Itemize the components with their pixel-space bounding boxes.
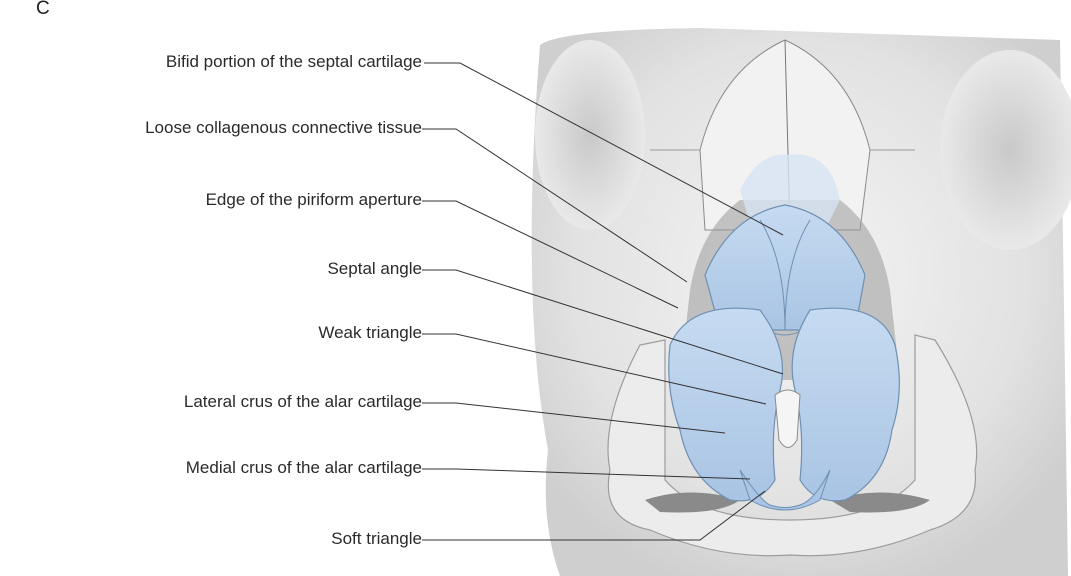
label-loose-connective-tissue-wrap: Loose collagenous connective tissue xyxy=(0,118,422,138)
label-loose-connective-tissue: Loose collagenous connective tissue xyxy=(145,118,422,138)
label-bifid-septal-cartilage-wrap: Bifid portion of the septal cartilage xyxy=(0,52,422,72)
label-weak-triangle: Weak triangle xyxy=(318,323,422,343)
label-medial-crus-wrap: Medial crus of the alar cartilage xyxy=(0,458,422,478)
label-lateral-crus-wrap: Lateral crus of the alar cartilage xyxy=(0,392,422,412)
weak-triangle xyxy=(775,390,800,448)
panel-letter: C xyxy=(36,0,50,20)
label-soft-triangle-wrap: Soft triangle xyxy=(0,529,422,549)
label-bifid-septal-cartilage: Bifid portion of the septal cartilage xyxy=(166,52,422,72)
label-septal-angle: Septal angle xyxy=(327,259,422,279)
label-piriform-aperture-wrap: Edge of the piriform aperture xyxy=(0,190,422,210)
label-septal-angle-wrap: Septal angle xyxy=(0,259,422,279)
label-medial-crus: Medial crus of the alar cartilage xyxy=(186,458,422,478)
label-soft-triangle: Soft triangle xyxy=(331,529,422,549)
label-lateral-crus: Lateral crus of the alar cartilage xyxy=(184,392,422,412)
left-orbit-shadow xyxy=(535,40,645,230)
label-piriform-aperture: Edge of the piriform aperture xyxy=(206,190,422,210)
label-weak-triangle-wrap: Weak triangle xyxy=(0,323,422,343)
